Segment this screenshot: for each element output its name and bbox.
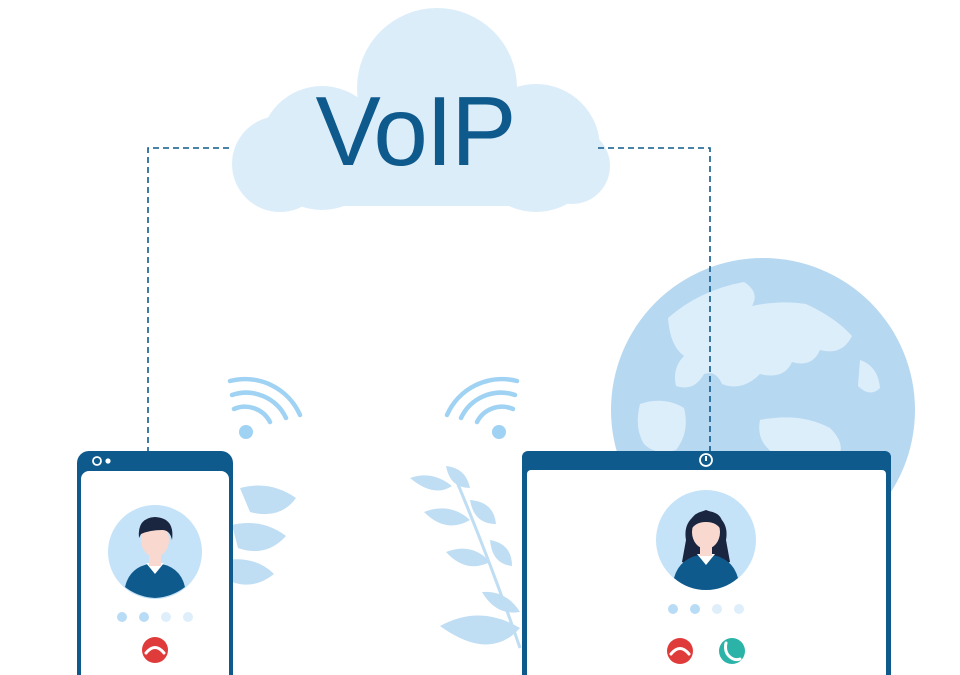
call-dots [117, 612, 193, 622]
plant-right [410, 466, 522, 649]
wifi-icon [227, 376, 303, 439]
call-dots [668, 604, 744, 614]
connection-lines [147, 147, 711, 455]
wifi-icon [444, 376, 520, 439]
sensor-dot [105, 458, 111, 464]
cloud-icon [232, 8, 610, 212]
phone-accept-icon [724, 641, 742, 662]
hangup-button[interactable] [142, 637, 168, 663]
woman-avatar [656, 490, 756, 590]
page-title: VoIP [315, 76, 516, 186]
accept-call-button[interactable] [719, 638, 745, 664]
plant-left [226, 485, 296, 585]
smartphone [77, 451, 233, 675]
hangup-button[interactable] [667, 638, 693, 664]
phone-hangup-icon [144, 646, 166, 655]
webcam-icon [699, 453, 713, 467]
man-avatar [108, 505, 202, 599]
front-camera-icon [92, 456, 102, 466]
phone-hangup-icon [669, 647, 691, 656]
laptop [522, 451, 891, 675]
